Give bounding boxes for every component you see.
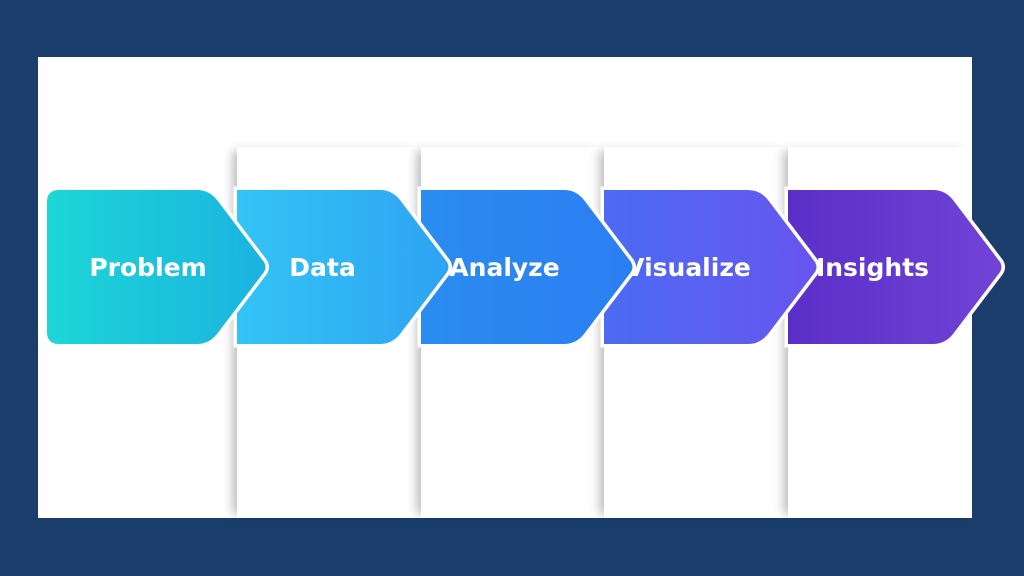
step-label: Visualize: [625, 253, 751, 282]
chevron-shape: [43, 186, 269, 348]
step-label: Analyze: [449, 253, 559, 282]
chevron-shape: [417, 184, 636, 348]
step-problem: Problem: [43, 186, 269, 348]
step-insights: Insights: [784, 186, 1005, 348]
step-label: Problem: [89, 253, 206, 282]
step-analyze: Analyze: [417, 184, 636, 348]
chevron-shape: [600, 186, 820, 348]
step-visualize: Visualize: [600, 186, 820, 348]
chevron-shape: [784, 186, 1005, 348]
step-label: Data: [289, 253, 355, 282]
chevron-shape: [233, 186, 452, 348]
step-data: Data: [233, 186, 452, 348]
step-label: Insights: [816, 253, 929, 282]
